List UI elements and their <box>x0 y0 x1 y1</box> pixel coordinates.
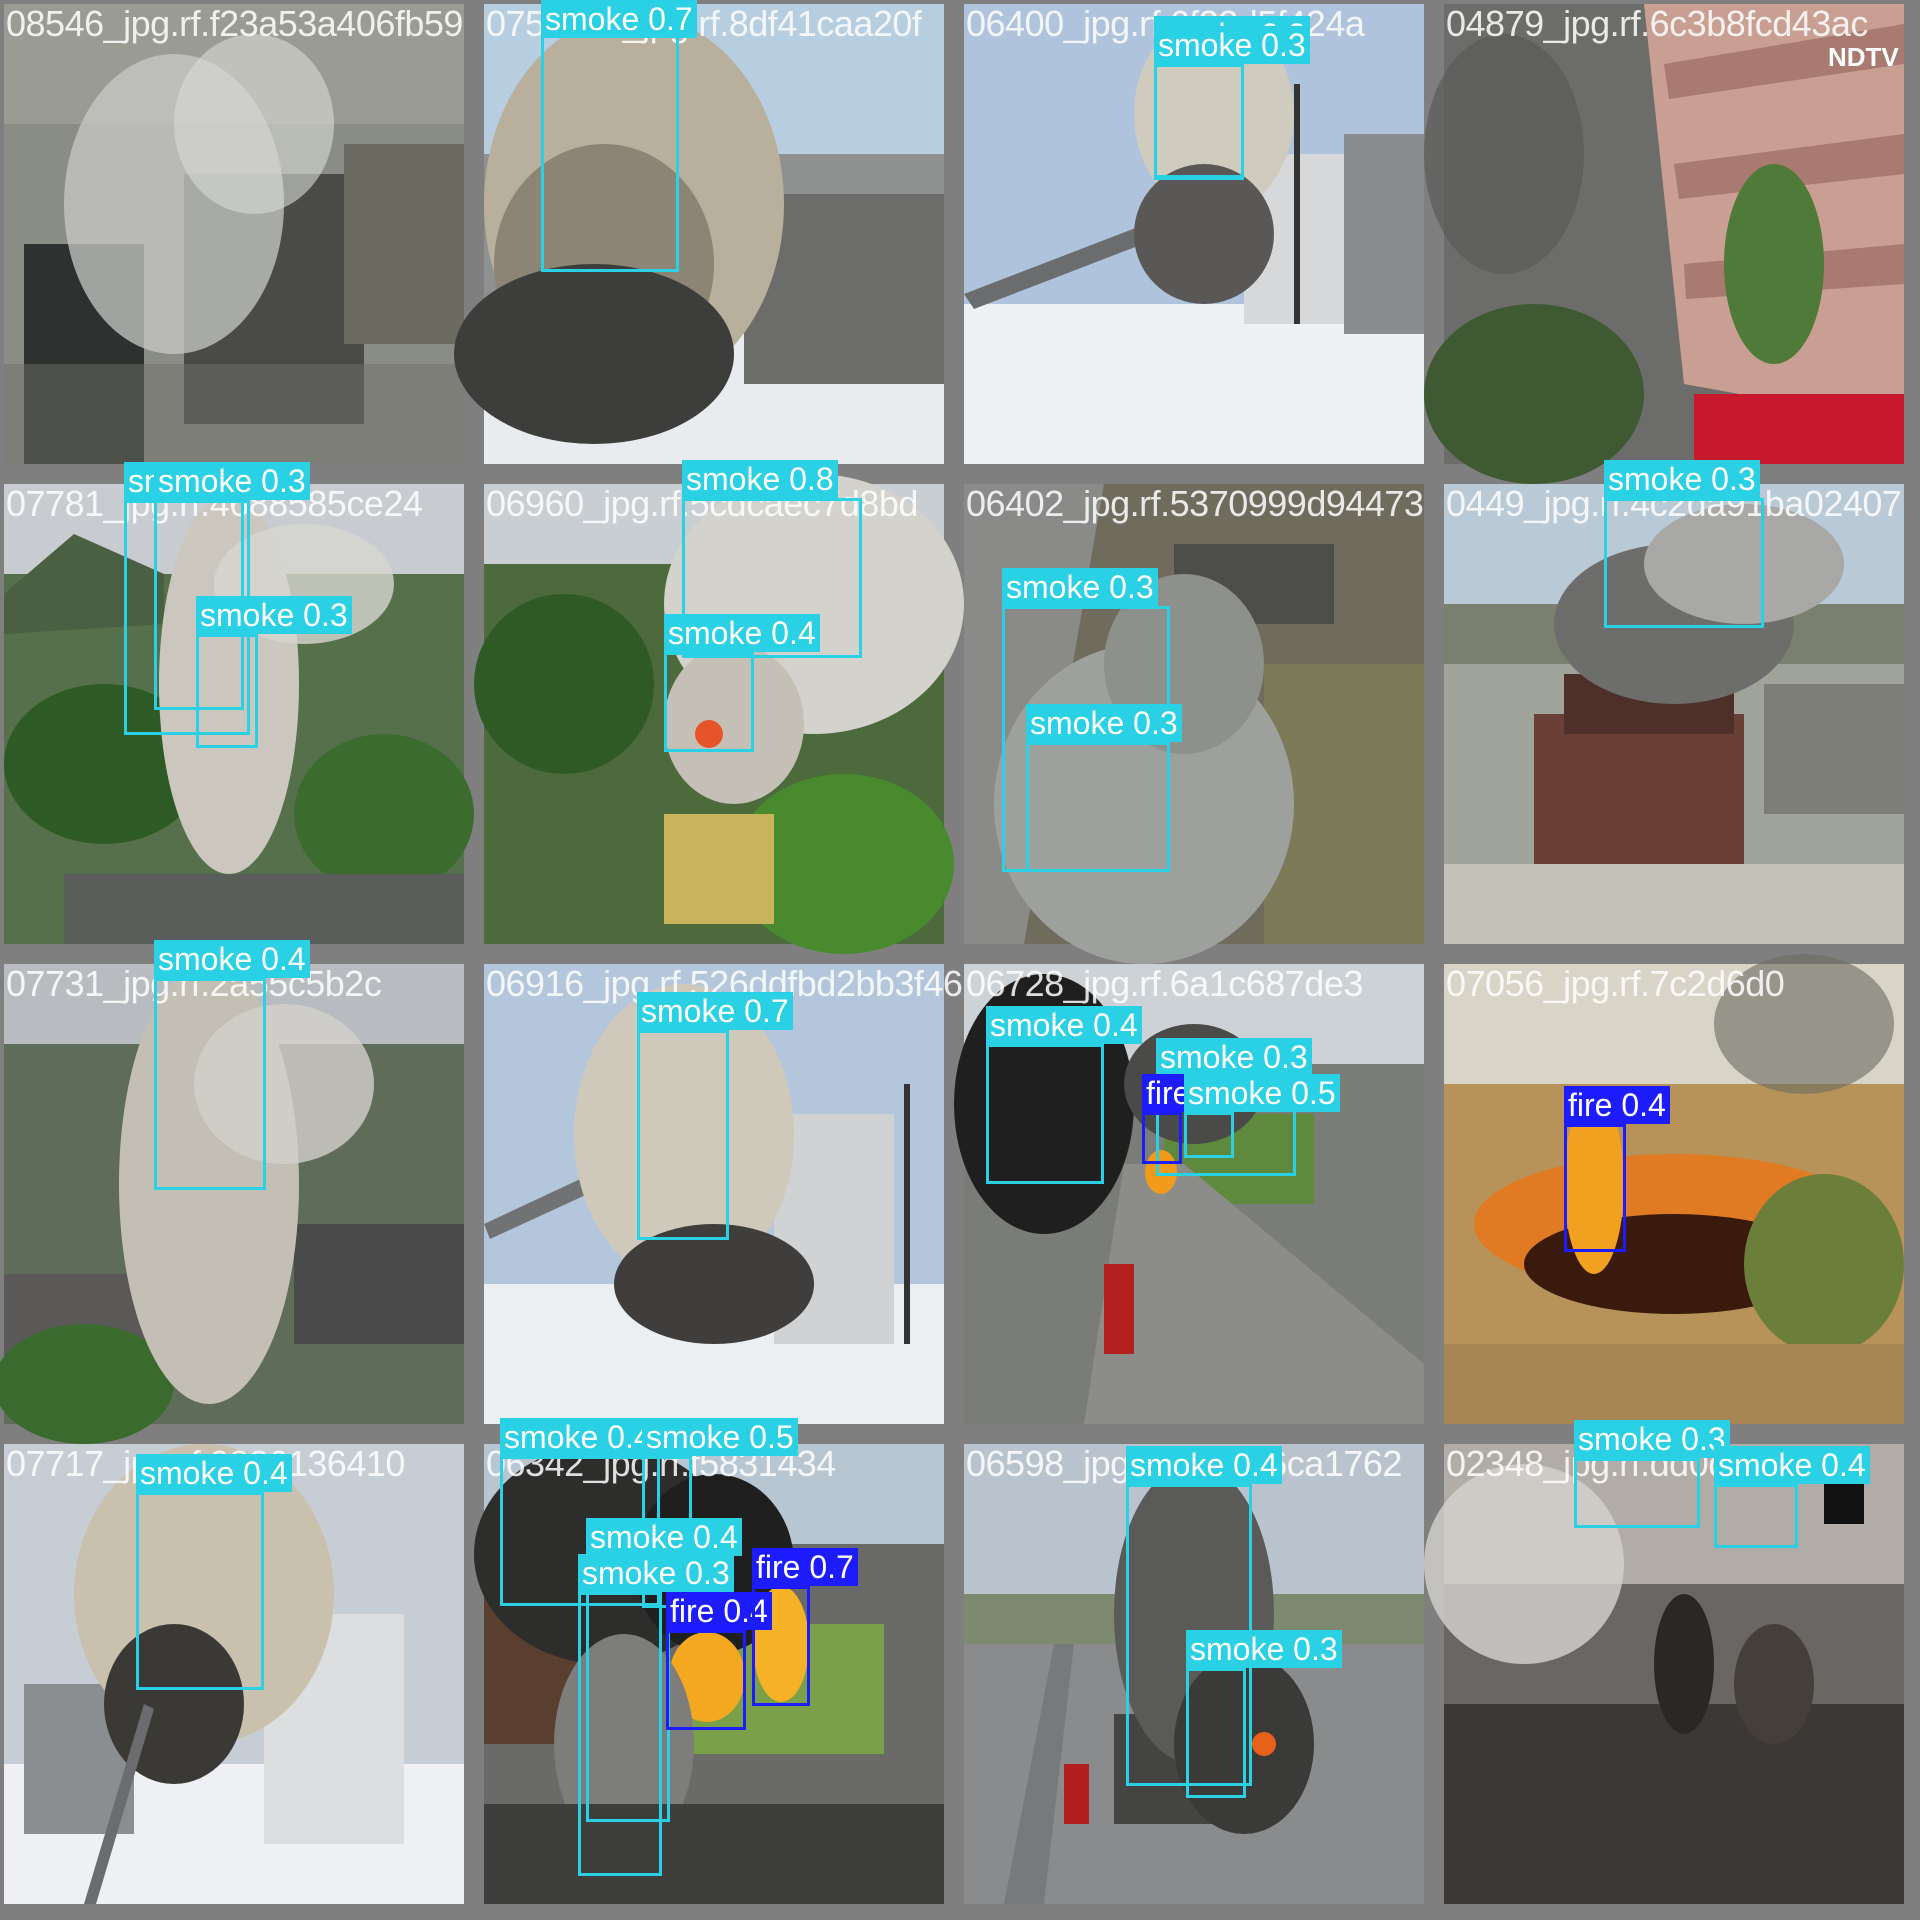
scene-dark-smoke-fire <box>954 964 1424 1424</box>
tile-6: 06960_jpg.rf.5cdcaec7d8bd <box>474 474 964 954</box>
scene-aerial-gray-smoke <box>964 484 1424 964</box>
tile-16: 02348_jpg.rf.dd0dde <box>1424 1444 1904 1904</box>
tile-7: 06402_jpg.rf.5370999d94473 <box>964 484 1424 964</box>
tile-8: 0449_jpg.rf.4c2da91ba02407 <box>1444 484 1904 944</box>
tile-12: 07056_jpg.rf.7c2d6d0 <box>1444 954 1904 1424</box>
tile-14: 06342_jpg.rf.f5831434 <box>474 1444 944 1904</box>
scene-ladder-house-smoke2 <box>484 964 944 1424</box>
tile-1: 08546_jpg.rf.f23a53a406fb59 <box>4 4 464 464</box>
scene-aerial-street-smoke <box>4 4 464 464</box>
tile-11: 06728_jpg.rf.6a1c687de3 <box>954 964 1424 1424</box>
tile-10: 06916_jpg.rf.526ddfbd2bb3f46 <box>484 964 963 1424</box>
tile-5: 07781_jpg.rf.4688585ce24 <box>4 484 474 944</box>
tile-13: 07717_jpg.rf.9826136410 <box>4 1444 464 1904</box>
scene-aerial-town-smoke <box>0 964 464 1444</box>
watermark-logo: NDTV <box>1828 42 1899 72</box>
scene-snow-house-smoke <box>4 1444 464 1904</box>
scene-field-fire <box>1444 954 1904 1424</box>
scene-ladder-house-smoke <box>964 4 1424 464</box>
scene-aerial-trees-smoke <box>474 474 964 954</box>
scene-roadside-fire <box>964 1444 1424 1904</box>
tile-9: 07731_jpg.rf.2a55c5b2c <box>0 964 464 1444</box>
scene-aerial-hill-smoke <box>4 484 474 944</box>
tile-4: 04879_jpg.rf.6c3b8fcd43ac NDTV <box>1424 4 1904 484</box>
scene-burned-ruins <box>1424 1444 1904 1904</box>
scene-aerial-heavy-smoke <box>454 4 944 464</box>
scene-green-building-fire <box>474 1444 944 1904</box>
scene-brick-building-smoke <box>1444 484 1904 944</box>
tile-2: 0758880_jpg.rf.8df41caa20f <box>454 4 944 464</box>
tile-15: 06598_jpg.rf.451836ca1762 <box>964 1444 1424 1904</box>
scene-building-blur <box>1424 4 1904 484</box>
tile-3: 06400_jpg.rf.6f32d5f424a <box>964 4 1424 464</box>
